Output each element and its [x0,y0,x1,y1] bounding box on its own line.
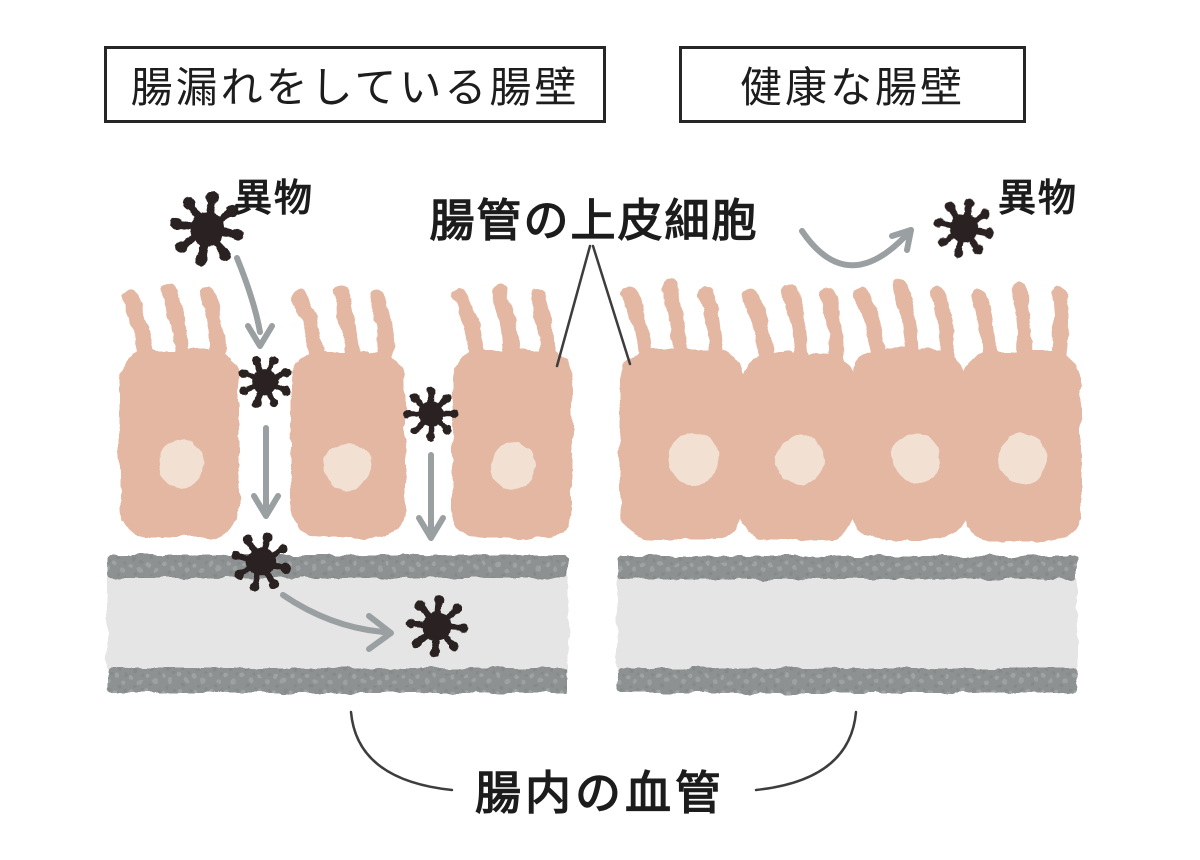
blood-vessel-label: 腸内の血管 [475,767,725,819]
epithelial-cells-label: 腸管の上皮細胞 [429,195,759,246]
leak-arrow-entry [234,255,275,349]
foreign-body-icon [404,387,457,440]
vessel-brace-right [754,710,858,792]
cell-nuclei [159,433,1046,491]
foreign-body-icon [230,347,300,417]
foreign-body-icon [929,193,999,263]
bounce-arrow [799,227,914,269]
epithelial-pointer-right [591,244,632,366]
vessel-wall [617,556,1077,693]
vessel-brace-left [349,710,454,792]
right-panel-title-text: 健康な腸壁 [739,66,965,112]
blood-vessel-right [617,556,1077,693]
foreign-body-label-right: 異物 [998,178,1079,220]
left-panel-title-text: 腸漏れをしている腸壁 [130,66,580,112]
leak-arrow-gap2 [416,452,446,541]
right-panel-title: 健康な腸壁 [679,46,1026,123]
foreign-body-label-left: 異物 [234,178,315,220]
epithelial-pointer-left [555,244,592,368]
leak-arrow-gap1 [251,425,281,519]
vessel-wall [107,555,568,693]
left-panel-title: 腸漏れをしている腸壁 [104,46,606,123]
leak-arrow-in-vessel [280,592,394,652]
